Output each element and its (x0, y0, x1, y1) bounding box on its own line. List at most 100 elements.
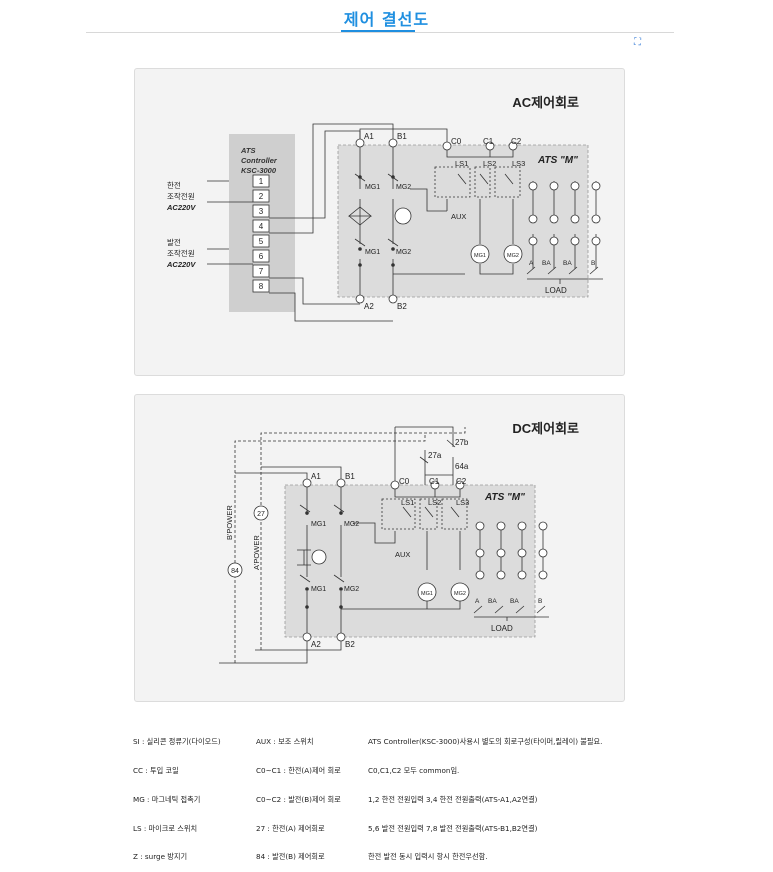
ac-terminal-label: 5 (259, 237, 264, 246)
legend-item: 한전 발전 동시 입력시 항시 한전우선함. (368, 852, 488, 862)
main-source-line1: 한전 (167, 180, 181, 190)
legend-item: LS : 마이크로 스위치 (133, 823, 198, 833)
ac-terminal (252, 204, 270, 218)
dc-ls3: LS3 (456, 498, 469, 507)
dc-mg1-top: MG1 (311, 521, 326, 528)
legend-item: ATS Controller(KSC-3000)사용시 별도의 회로구성(타이머… (368, 737, 603, 747)
dc-a1: A1 (311, 472, 321, 481)
legend-item: 5,6 발전 전원입력 7,8 발전 전원출력(ATS-B1,B2연결) (368, 823, 538, 833)
ac-control-circuit: AC제어회로 ATS Controller KSC-3000 12345678 … (166, 95, 603, 322)
dc-b-power: B'POWER (225, 505, 234, 540)
legend-item: 1,2 한전 전원입력 3,4 한전 전원출력(ATS-A1,A2연결) (368, 794, 538, 804)
legend-item: C0,C1,C2 모두 common임. (368, 765, 460, 775)
dc-64a: 64a (455, 462, 469, 471)
expand-icon[interactable]: ⛶ (634, 37, 641, 48)
ac-motor2: MG2 (507, 253, 519, 259)
main-source-line3: AC220V (166, 203, 196, 212)
dc-title: DC제어회로 (512, 421, 579, 436)
controller-line2: Controller (241, 156, 278, 165)
ac-terminal-label: 4 (259, 222, 264, 231)
ac-c0: C0 (451, 137, 462, 146)
ac-ls1: LS1 (455, 159, 468, 168)
ac-terminal-label: 7 (259, 267, 264, 276)
legend-col-3: ATS Controller(KSC-3000)사용시 별도의 회로구성(타이머… (368, 718, 602, 872)
dc-ls1: LS1 (401, 498, 414, 507)
dc-control-circuit: DC제어회로 (219, 421, 579, 664)
dc-load-ba1: BA (488, 598, 497, 605)
dc-mg1-bot: MG1 (311, 586, 326, 593)
ac-terminal (252, 234, 270, 248)
legend-item: 84 : 발전(B) 제어회로 (256, 852, 325, 862)
dc-load-a: A (475, 598, 480, 605)
ac-terminal-label: 6 (259, 252, 264, 261)
dc-c2: C2 (456, 477, 467, 486)
dc-diagram-panel: DC제어회로 (134, 394, 625, 702)
ac-terminal (252, 264, 270, 278)
dc-a2: A2 (311, 640, 321, 649)
legend-item: Z : surge 방지기 (133, 852, 188, 862)
ac-load-ba1: BA (542, 260, 551, 267)
legend-item: SI : 실리콘 정류기(다이오드) (133, 737, 221, 747)
dc-ats-label: ATS "M" (484, 492, 525, 503)
controller-line3: KSC-3000 (241, 166, 277, 175)
main-source-line2: 조작전원 (167, 191, 195, 201)
ac-terminal (252, 219, 270, 233)
legend-item: C0~C1 : 한전(A)제어 회로 (256, 765, 341, 775)
ac-mg1-bot: MG1 (365, 249, 380, 256)
dc-load-ba2: BA (510, 598, 519, 605)
ac-mg2-bot: MG2 (396, 249, 411, 256)
dc-b1: B1 (345, 472, 355, 481)
ac-motor1: MG1 (474, 253, 486, 259)
ac-b2: B2 (397, 302, 407, 311)
backup-source-line1: 발전 (167, 237, 181, 247)
dc-relay-84: 84 (231, 568, 239, 575)
ac-load-a: A (529, 260, 534, 267)
ac-c1: C1 (483, 137, 494, 146)
ac-c2: C2 (511, 137, 522, 146)
legend-item: MG : 마그네틱 접촉기 (133, 794, 201, 804)
ac-terminal (252, 279, 270, 293)
backup-source-line3: AC220V (166, 260, 196, 269)
ac-terminal-label: 3 (259, 207, 264, 216)
legend-item: C0~C2 : 발전(B)제어 회로 (256, 794, 341, 804)
ac-a2: A2 (364, 302, 374, 311)
dc-motor1: MG1 (421, 591, 433, 597)
ac-a1: A1 (364, 132, 374, 141)
controller-line1: ATS (240, 146, 255, 155)
dc-aux: AUX (395, 550, 410, 559)
legend-col-1: SI : 실리콘 정류기(다이오드) CC : 투입 코일 MG : 마그네틱 … (133, 718, 221, 872)
ac-load: LOAD (545, 286, 567, 295)
ac-b1: B1 (397, 132, 407, 141)
legend-item: CC : 투입 코일 (133, 765, 179, 775)
dc-a-power: A'POWER (252, 535, 261, 570)
divider (86, 32, 674, 33)
ac-aux: AUX (451, 212, 466, 221)
ac-title: AC제어회로 (512, 95, 579, 110)
dc-ls2: LS2 (428, 498, 441, 507)
dc-mg2-bot: MG2 (344, 586, 359, 593)
ac-terminal (252, 189, 270, 203)
dc-motor2: MG2 (454, 591, 466, 597)
ac-mg1-top: MG1 (365, 184, 380, 191)
dc-b2: B2 (345, 640, 355, 649)
dc-c0: C0 (399, 477, 410, 486)
title-underline (341, 30, 415, 32)
legend-col-2: AUX : 보조 스위치 C0~C1 : 한전(A)제어 회로 C0~C2 : … (256, 718, 341, 872)
dc-load-b: B (538, 598, 542, 605)
ac-mg2-top: MG2 (396, 184, 411, 191)
dc-mg2-top: MG2 (344, 521, 359, 528)
ac-terminals-circles (355, 138, 601, 304)
ac-terminal (252, 249, 270, 263)
ac-terminal-label: 8 (259, 282, 264, 291)
ac-terminal (252, 174, 270, 188)
dc-c1: C1 (429, 477, 440, 486)
legend-item: 27 : 한전(A) 제어회로 (256, 823, 325, 833)
legend-item: AUX : 보조 스위치 (256, 737, 314, 747)
dc-wiring (219, 426, 549, 664)
ac-load-b: B (591, 260, 595, 267)
page-title: 제어 결선도 (343, 10, 430, 29)
ac-terminal-label: 1 (259, 177, 264, 186)
backup-source-line2: 조작전원 (167, 248, 195, 258)
